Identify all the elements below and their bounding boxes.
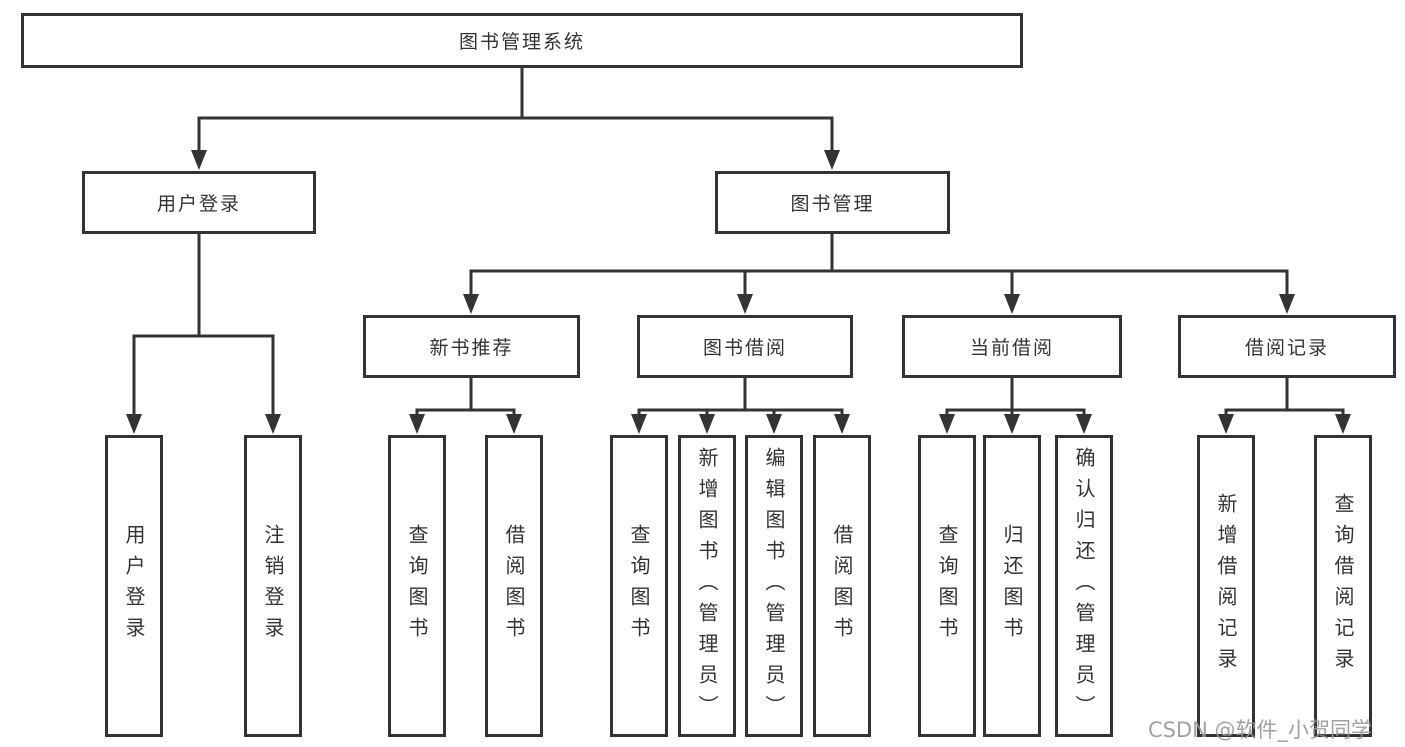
- node-book-management-label: 图书管理: [790, 193, 875, 215]
- leaf-borrow-borrow-books: 借阅图书: [813, 435, 871, 737]
- arrowhead-icon: [506, 414, 522, 434]
- leaf-borrow-query-books-label: 查询图书: [627, 524, 651, 648]
- edge-login-split: [132, 334, 275, 418]
- node-new-book-recommend-label: 新书推荐: [429, 337, 514, 359]
- arrowhead-icon: [631, 414, 647, 434]
- edge-current-split: [945, 408, 1086, 417]
- leaf-recommend-borrow-books: 借阅图书: [485, 435, 543, 737]
- node-borrow-records: 借阅记录: [1178, 315, 1396, 378]
- leaf-logout-label: 注销登录: [261, 524, 285, 648]
- arrowhead-icon: [1279, 294, 1295, 314]
- edge-borrow-split: [637, 408, 844, 417]
- leaf-borrow-edit-books-admin-label: 编辑图书（管理员）: [762, 446, 786, 726]
- arrowhead-icon: [265, 414, 281, 434]
- arrowhead-icon: [737, 294, 753, 314]
- arrowhead-icon: [191, 150, 207, 170]
- node-user-login: 用户登录: [82, 171, 316, 234]
- leaf-query-borrow-record: 查询借阅记录: [1314, 435, 1372, 737]
- leaf-current-query-books-label: 查询图书: [935, 524, 959, 648]
- arrowhead-icon: [1076, 414, 1092, 434]
- node-root-label: 图书管理系统: [458, 31, 585, 53]
- node-current-borrow-label: 当前借阅: [969, 337, 1054, 359]
- arrowhead-icon: [1218, 414, 1234, 434]
- leaf-current-return-books-label: 归还图书: [1000, 524, 1024, 648]
- node-book-management: 图书管理: [715, 171, 950, 234]
- arrowhead-icon: [834, 414, 850, 434]
- leaf-user-login: 用户登录: [105, 435, 163, 737]
- arrowheads: [126, 150, 1351, 434]
- leaf-borrow-edit-books-admin: 编辑图书（管理员）: [745, 435, 803, 737]
- arrowhead-icon: [1335, 414, 1351, 434]
- arrowhead-icon: [824, 150, 840, 170]
- leaf-recommend-query-books-label: 查询图书: [405, 524, 429, 648]
- leaf-add-borrow-record-label: 新增借阅记录: [1214, 493, 1238, 679]
- arrowhead-icon: [409, 414, 425, 434]
- leaf-current-confirm-return-admin-label: 确认归还（管理员）: [1072, 446, 1096, 726]
- leaf-current-query-books: 查询图书: [918, 435, 976, 737]
- connector-rails: [132, 67, 1345, 418]
- leaf-borrow-add-books-admin-label: 新增图书（管理员）: [695, 446, 719, 726]
- leaf-borrow-borrow-books-label: 借阅图书: [830, 524, 854, 648]
- node-root: 图书管理系统: [21, 13, 1023, 68]
- node-new-book-recommend: 新书推荐: [363, 315, 580, 378]
- arrowhead-icon: [463, 294, 479, 314]
- leaf-current-return-books: 归还图书: [983, 435, 1041, 737]
- edge-root-split: [197, 116, 834, 153]
- node-book-borrow-label: 图书借阅: [702, 337, 787, 359]
- leaf-query-borrow-record-label: 查询借阅记录: [1331, 493, 1355, 679]
- node-book-borrow: 图书借阅: [637, 315, 853, 378]
- leaf-recommend-query-books: 查询图书: [388, 435, 446, 737]
- arrowhead-icon: [1004, 294, 1020, 314]
- arrowhead-icon: [699, 414, 715, 434]
- arrowhead-icon: [939, 414, 955, 434]
- arrowhead-icon: [126, 414, 142, 434]
- edge-mgmt-split: [469, 269, 1289, 297]
- node-user-login-label: 用户登录: [156, 193, 241, 215]
- leaf-current-confirm-return-admin: 确认归还（管理员）: [1055, 435, 1113, 737]
- leaf-add-borrow-record: 新增借阅记录: [1197, 435, 1255, 737]
- arrowhead-icon: [1004, 414, 1020, 434]
- node-borrow-records-label: 借阅记录: [1244, 337, 1329, 359]
- leaf-user-login-label: 用户登录: [122, 524, 146, 648]
- leaf-recommend-borrow-books-label: 借阅图书: [502, 524, 526, 648]
- node-current-borrow: 当前借阅: [902, 315, 1122, 378]
- leaf-logout: 注销登录: [244, 435, 302, 737]
- leaf-borrow-query-books: 查询图书: [610, 435, 668, 737]
- edge-recommend-split: [415, 408, 516, 417]
- arrowhead-icon: [766, 414, 782, 434]
- edge-records-split: [1224, 408, 1345, 417]
- leaf-borrow-add-books-admin: 新增图书（管理员）: [678, 435, 736, 737]
- watermark: CSDN @软件_小贺同学: [1148, 718, 1373, 742]
